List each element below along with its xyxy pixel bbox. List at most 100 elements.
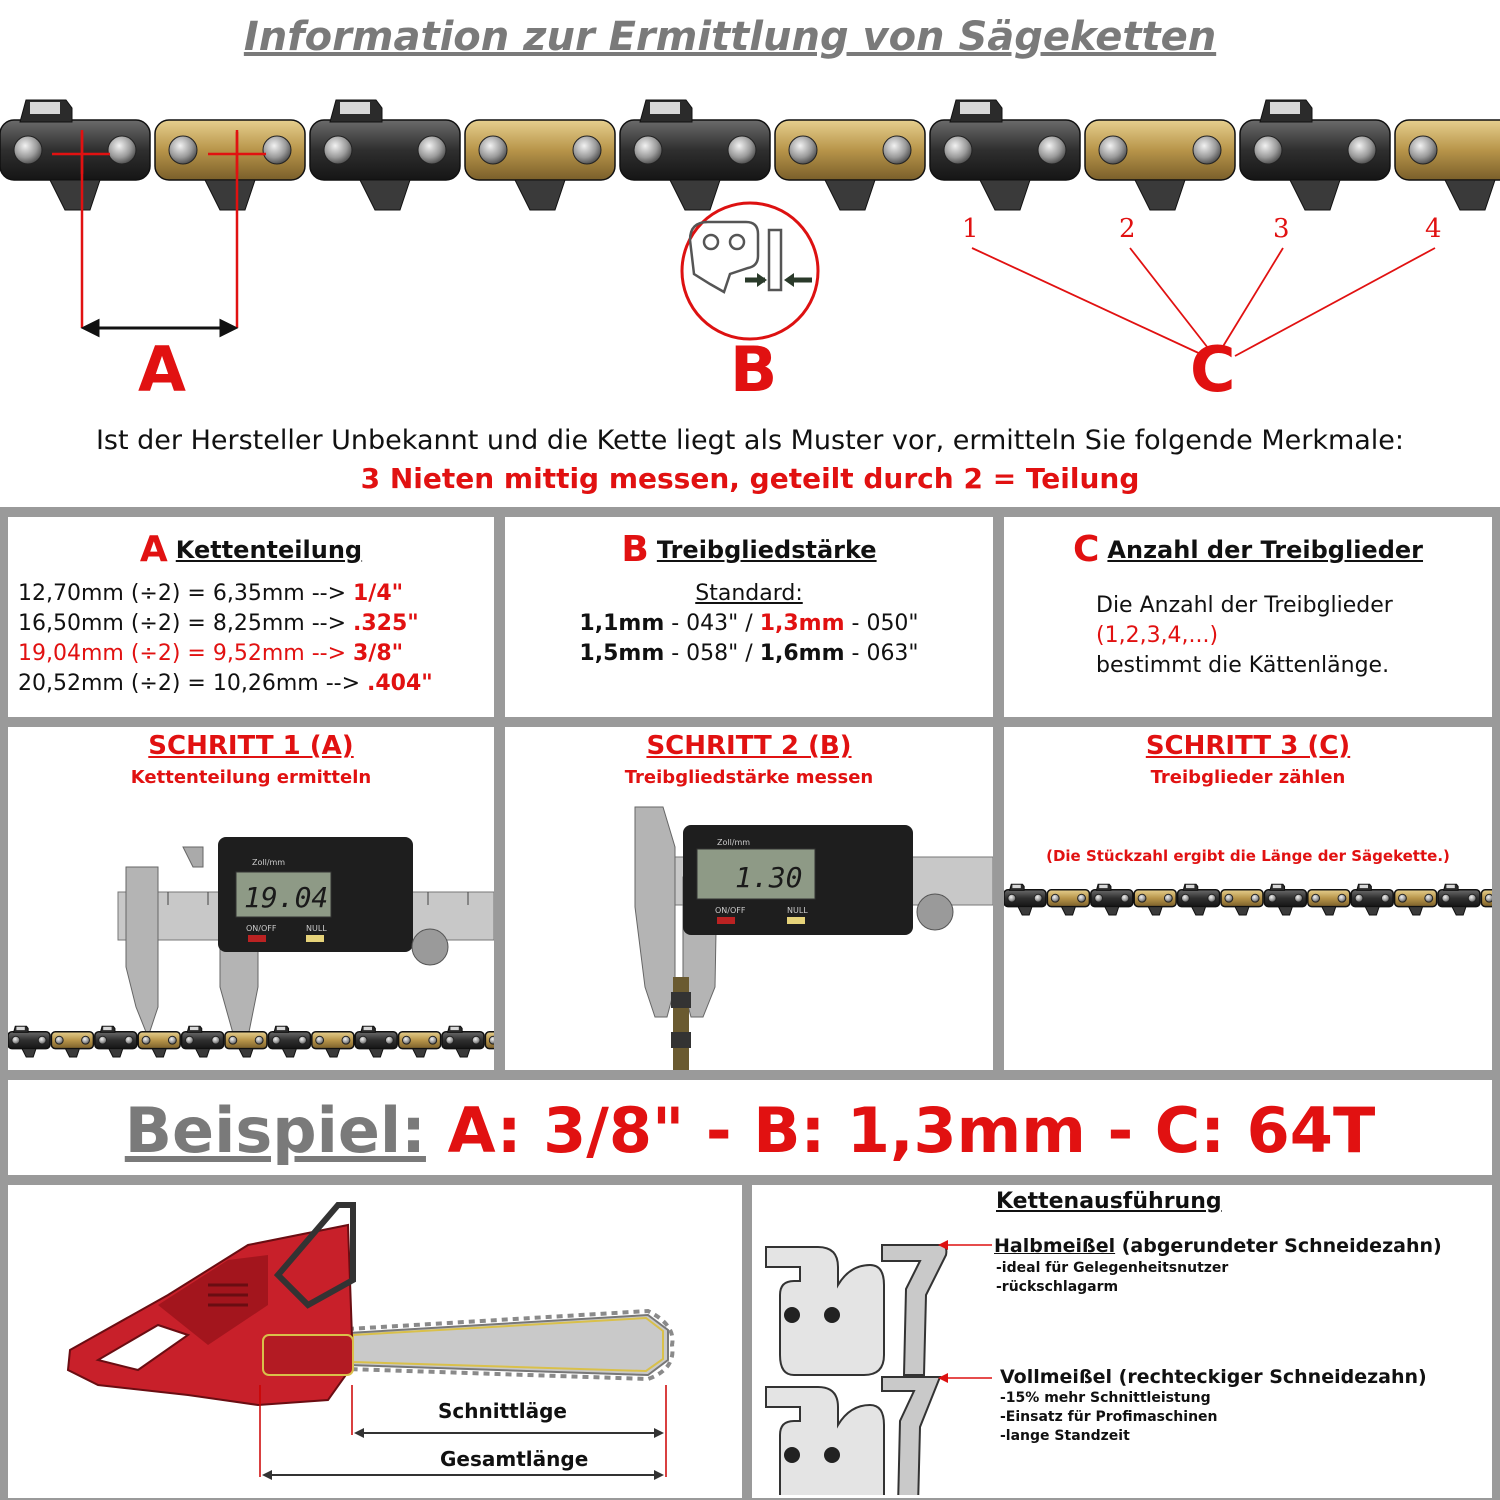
chain-link bbox=[267, 1025, 312, 1058]
chain-link bbox=[1307, 889, 1351, 916]
display-reading: 19.04 bbox=[244, 881, 328, 914]
pitch-row: 20,52mm (÷2) = 10,26mm --> .404" bbox=[18, 671, 433, 696]
step-1-heading: SCHRITT 1 (A) bbox=[148, 731, 354, 761]
chain-link bbox=[50, 1031, 95, 1058]
chain-link bbox=[464, 119, 616, 211]
chain-link bbox=[1084, 119, 1236, 211]
step-3-panel: SCHRITT 3 (C) Treibglieder zählen (Die S… bbox=[1004, 727, 1492, 1070]
chain-link bbox=[929, 99, 1081, 211]
link-number-4: 4 bbox=[1425, 214, 1442, 244]
pitch-table: 12,70mm (÷2) = 6,35mm --> 1/4" 16,50mm (… bbox=[18, 579, 433, 699]
pointer-arrows bbox=[938, 1240, 992, 1383]
step-3-note: (Die Stückzahl ergibt die Länge der Säge… bbox=[1046, 847, 1450, 865]
example-value: A: 3/8" - B: 1,3mm - C: 64T bbox=[447, 1094, 1376, 1167]
step-2-subtitle: Treibgliedstärke messen bbox=[624, 767, 874, 788]
chain-diagram bbox=[0, 99, 1500, 357]
chain-link bbox=[1046, 889, 1091, 916]
chain-link bbox=[1133, 889, 1177, 916]
chain-link bbox=[1090, 883, 1134, 916]
pitch-row: 19,04mm (÷2) = 9,52mm --> 3/8" bbox=[18, 641, 404, 666]
chain-link bbox=[441, 1025, 485, 1058]
standard-label: Standard: bbox=[695, 581, 803, 606]
svg-text:NULL: NULL bbox=[787, 906, 808, 915]
step-1-panel: SCHRITT 1 (A) Kettenteilung ermitteln 19… bbox=[8, 727, 494, 1070]
link-number-2: 2 bbox=[1119, 214, 1136, 244]
gauge-table: Standard: 1,1mm - 043" / 1,3mm - 050" 1,… bbox=[505, 579, 993, 669]
chain-link bbox=[397, 1031, 442, 1058]
chain-link bbox=[180, 1025, 225, 1058]
chain-link bbox=[1004, 883, 1047, 916]
sample-chain bbox=[1004, 883, 1492, 916]
sample-chain bbox=[8, 1025, 494, 1058]
chain-link bbox=[137, 1031, 181, 1058]
pitch-arrow bbox=[80, 318, 239, 338]
page-title: Information zur Ermittlung von Sägekette… bbox=[243, 14, 1217, 60]
gauge-row: 1,1mm - 043" / 1,3mm - 050" bbox=[579, 611, 919, 636]
step-2-panel: SCHRITT 2 (B) Treibgliedstärke messen 1.… bbox=[505, 727, 993, 1070]
chainsaw-panel: Schnittläge Gesamtlänge bbox=[8, 1185, 742, 1498]
pitch-measure bbox=[52, 130, 266, 328]
chain-link bbox=[354, 1025, 398, 1058]
svg-text:Zoll/mm: Zoll/mm bbox=[252, 858, 285, 867]
half-chisel-title: Halbmeißel (abgerundeter Schneidezahn) bbox=[994, 1235, 1442, 1257]
half-chisel-notes: -ideal für Gelegenheitsnutzer-rückschlag… bbox=[996, 1260, 1229, 1295]
bar-chain bbox=[347, 1308, 675, 1382]
example-label: Beispiel: bbox=[124, 1094, 426, 1167]
chain-link bbox=[1394, 119, 1500, 211]
chain-link bbox=[154, 119, 306, 211]
link-number-1: 1 bbox=[962, 214, 979, 244]
step-2-heading: SCHRITT 2 (B) bbox=[646, 731, 852, 761]
chain-strip bbox=[0, 99, 1500, 211]
gauge-circle-icon bbox=[680, 201, 820, 341]
step-3-subtitle: Treibglieder zählen bbox=[1150, 767, 1346, 788]
count-lines bbox=[971, 247, 1436, 357]
chain-link bbox=[8, 1025, 51, 1058]
chain-link bbox=[619, 99, 771, 211]
chain-link bbox=[94, 1025, 138, 1058]
panel-a-letter: A bbox=[139, 529, 168, 570]
chain-link bbox=[1239, 99, 1391, 211]
chain-link bbox=[309, 99, 461, 211]
chain-link bbox=[1263, 883, 1308, 916]
chain-link bbox=[1176, 883, 1221, 916]
link-number-3: 3 bbox=[1273, 214, 1290, 244]
cutter-profiles-image bbox=[765, 1244, 948, 1495]
panel-c-letter: C bbox=[1072, 529, 1100, 570]
chain-link bbox=[1220, 889, 1264, 916]
intro-highlight: 3 Nieten mittig messen, geteilt durch 2 … bbox=[360, 462, 1140, 495]
cut-length-label: Schnittläge bbox=[438, 1399, 567, 1423]
total-length-label: Gesamtlänge bbox=[440, 1447, 589, 1471]
caliper-pitch-image: 19.04 Zoll/mm ON/OFF NULL bbox=[8, 837, 494, 1058]
chainsaw-image bbox=[66, 1202, 675, 1480]
counted-chain-image bbox=[1004, 883, 1492, 916]
full-chisel-title: Vollmeißel (rechteckiger Schneidezahn) bbox=[1000, 1366, 1427, 1388]
example-panel: Beispiel: A: 3/8" - B: 1,3mm - C: 64T bbox=[8, 1080, 1492, 1175]
chain-type-panel: Kettenausführung Halbmeißel (abgerundete… bbox=[752, 1185, 1492, 1498]
panel-b-letter: B bbox=[621, 529, 649, 570]
caliper-gauge-image: 1.30 Zoll/mm ON/OFF NULL bbox=[634, 806, 993, 1070]
chain-link bbox=[774, 119, 926, 211]
drive-link-text: Die Anzahl der Treibglieder (1,2,3,4,...… bbox=[1096, 593, 1393, 678]
pitch-row: 12,70mm (÷2) = 6,35mm --> 1/4" bbox=[18, 581, 404, 606]
half-chisel-tooth-icon bbox=[765, 1244, 948, 1376]
chain-link bbox=[1393, 889, 1438, 916]
step-3-heading: SCHRITT 3 (C) bbox=[1145, 731, 1351, 761]
intro-text: Ist der Hersteller Unbekannt und die Ket… bbox=[95, 425, 1405, 456]
chain-type-heading: Kettenausführung bbox=[996, 1189, 1222, 1214]
chain-link bbox=[224, 1031, 268, 1058]
display-reading: 1.30 bbox=[735, 861, 802, 894]
gauge-row: 1,5mm - 058" / 1,6mm - 063" bbox=[579, 641, 919, 666]
svg-text:ON/OFF: ON/OFF bbox=[715, 906, 746, 915]
pitch-row: 16,50mm (÷2) = 8,25mm --> .325" bbox=[18, 611, 419, 636]
chain-link bbox=[1480, 889, 1492, 908]
label-c: C bbox=[1190, 333, 1236, 406]
full-chisel-tooth-icon bbox=[765, 1376, 942, 1495]
chain-link bbox=[1437, 883, 1481, 916]
chain-link bbox=[311, 1031, 355, 1058]
